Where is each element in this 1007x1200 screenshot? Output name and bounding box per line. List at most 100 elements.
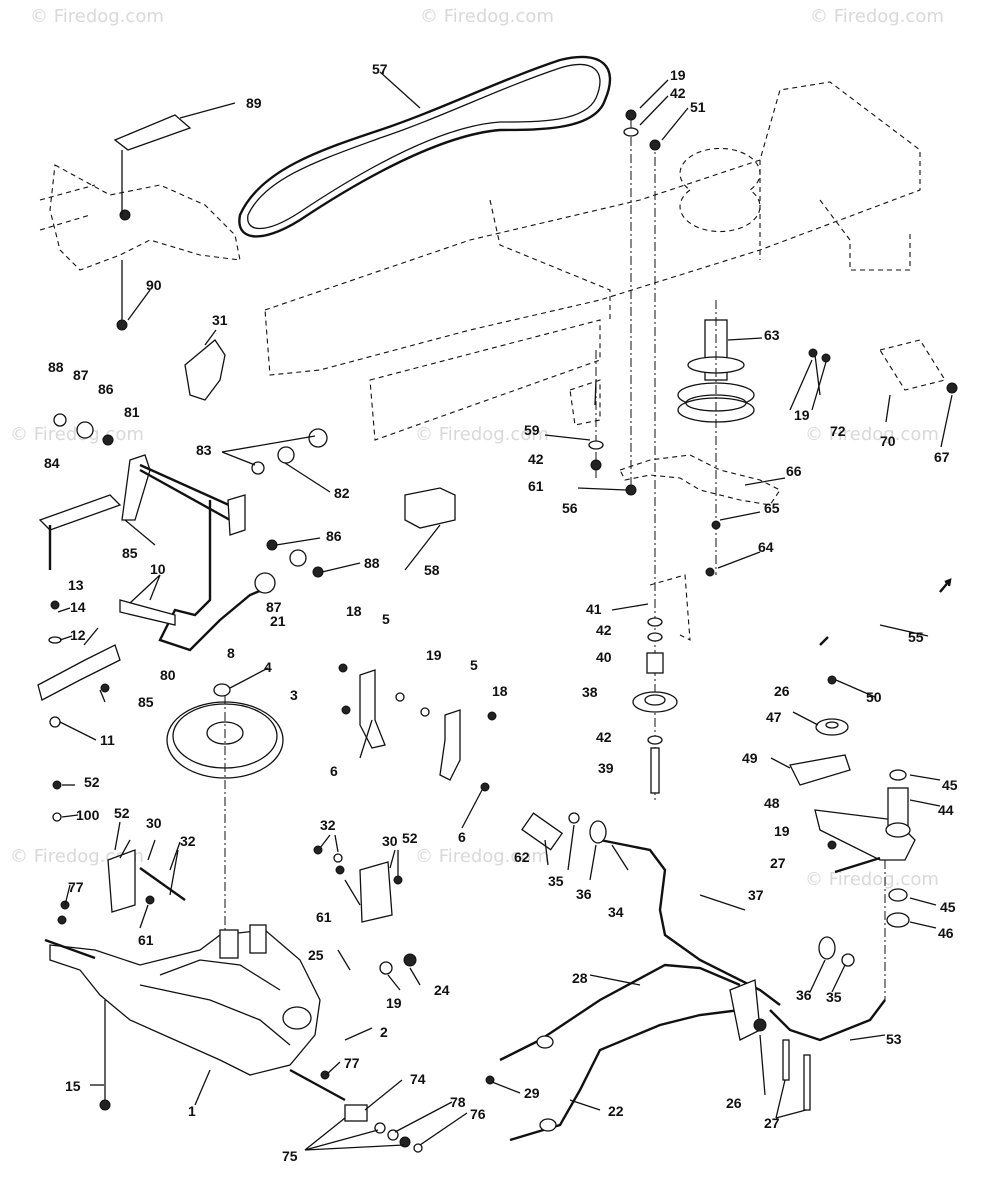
heat-shield [184, 339, 226, 401]
callout-72: 72 [830, 423, 846, 439]
watermark: © Firedog.com [805, 869, 939, 890]
callout-88: 88 [48, 359, 64, 375]
callout-83: 83 [196, 442, 212, 458]
callout-45: 45 [942, 777, 958, 793]
callout-13: 13 [68, 577, 84, 593]
frame-outline [264, 81, 921, 441]
callout-30: 30 [146, 815, 162, 831]
callout-18: 18 [492, 683, 508, 699]
idler-arm-outline [619, 454, 781, 506]
callout-1: 1 [188, 1103, 196, 1119]
callout-5: 5 [470, 657, 478, 673]
callout-14: 14 [70, 599, 86, 615]
bracket-right [439, 709, 461, 781]
callout-81: 81 [124, 404, 140, 420]
callout-44: 44 [938, 802, 954, 818]
nut [116, 319, 128, 331]
callout-32: 32 [320, 817, 336, 833]
shift-lever [119, 500, 276, 652]
callout-3: 3 [290, 687, 298, 703]
callout-29: 29 [524, 1085, 540, 1101]
callout-42: 42 [528, 451, 544, 467]
callout-67: 67 [934, 449, 950, 465]
bracket-left [359, 669, 386, 749]
callout-36: 36 [796, 987, 812, 1003]
callout-62: 62 [514, 849, 530, 865]
callout-52: 52 [84, 774, 100, 790]
callout-4: 4 [264, 659, 272, 675]
callout-35: 35 [548, 873, 564, 889]
callout-55: 55 [908, 629, 924, 645]
transmission-pulley [166, 683, 284, 950]
callout-40: 40 [596, 649, 612, 665]
mounting-bracket [404, 487, 456, 529]
callout-58: 58 [424, 562, 440, 578]
callout-21: 21 [270, 613, 286, 629]
callout-19: 19 [386, 995, 402, 1011]
callout-10: 10 [150, 561, 166, 577]
callout-53: 53 [886, 1031, 902, 1047]
callout-77: 77 [68, 879, 84, 895]
washer [818, 936, 836, 960]
callout-19: 19 [426, 647, 442, 663]
callout-2: 2 [380, 1024, 388, 1040]
callout-42: 42 [596, 622, 612, 638]
engine-pulley-assembly [677, 300, 755, 577]
callout-45: 45 [940, 899, 956, 915]
callout-85: 85 [138, 694, 154, 710]
callout-86: 86 [98, 381, 114, 397]
callout-42: 42 [596, 729, 612, 745]
callout-37: 37 [748, 887, 764, 903]
callout-52: 52 [114, 805, 130, 821]
callout-57: 57 [372, 61, 388, 77]
callout-86: 86 [326, 528, 342, 544]
callout-6: 6 [458, 829, 466, 845]
hood-bracket [113, 114, 192, 151]
callout-27: 27 [764, 1115, 780, 1131]
transmission-bracket-left [107, 849, 136, 913]
callout-32: 32 [180, 833, 196, 849]
callout-77: 77 [344, 1055, 360, 1071]
callout-63: 63 [764, 327, 780, 343]
callout-5: 5 [382, 611, 390, 627]
callout-34: 34 [608, 904, 624, 920]
callout-25: 25 [308, 947, 324, 963]
callout-41: 41 [586, 601, 602, 617]
callout-75: 75 [282, 1148, 298, 1164]
callout-49: 49 [742, 750, 758, 766]
watermark: © Firedog.com [30, 6, 164, 27]
callout-84: 84 [44, 455, 60, 471]
callout-100: 100 [76, 807, 100, 823]
callout-30: 30 [382, 833, 398, 849]
callout-90: 90 [146, 277, 162, 293]
rod-bracket [729, 979, 761, 1041]
callout-52: 52 [402, 830, 418, 846]
callout-88: 88 [364, 555, 380, 571]
callout-39: 39 [598, 760, 614, 776]
callout-19: 19 [794, 407, 810, 423]
transaxle [44, 915, 346, 1111]
callout-8: 8 [227, 645, 235, 661]
watermark-layer: © Firedog.com © Firedog.com © Firedog.co… [10, 6, 944, 890]
watermark: © Firedog.com [420, 6, 554, 27]
callout-80: 80 [160, 667, 176, 683]
callout-85: 85 [122, 545, 138, 561]
callout-19: 19 [774, 823, 790, 839]
idler-assembly [789, 675, 916, 1000]
callout-76: 76 [470, 1106, 486, 1122]
callout-12: 12 [70, 627, 86, 643]
callout-24: 24 [434, 982, 450, 998]
callout-6: 6 [330, 763, 338, 779]
callout-89: 89 [246, 95, 262, 111]
watermark: © Firedog.com [415, 846, 549, 867]
callout-28: 28 [572, 970, 588, 986]
callout-47: 47 [766, 709, 782, 725]
callout-50: 50 [866, 689, 882, 705]
hood-support-outline [39, 164, 241, 271]
watermark: © Firedog.com [415, 424, 549, 445]
callout-82: 82 [334, 485, 350, 501]
callout-42: 42 [670, 85, 686, 101]
callout-59: 59 [524, 422, 540, 438]
callout-36: 36 [576, 886, 592, 902]
axle-hardware [320, 1070, 423, 1153]
